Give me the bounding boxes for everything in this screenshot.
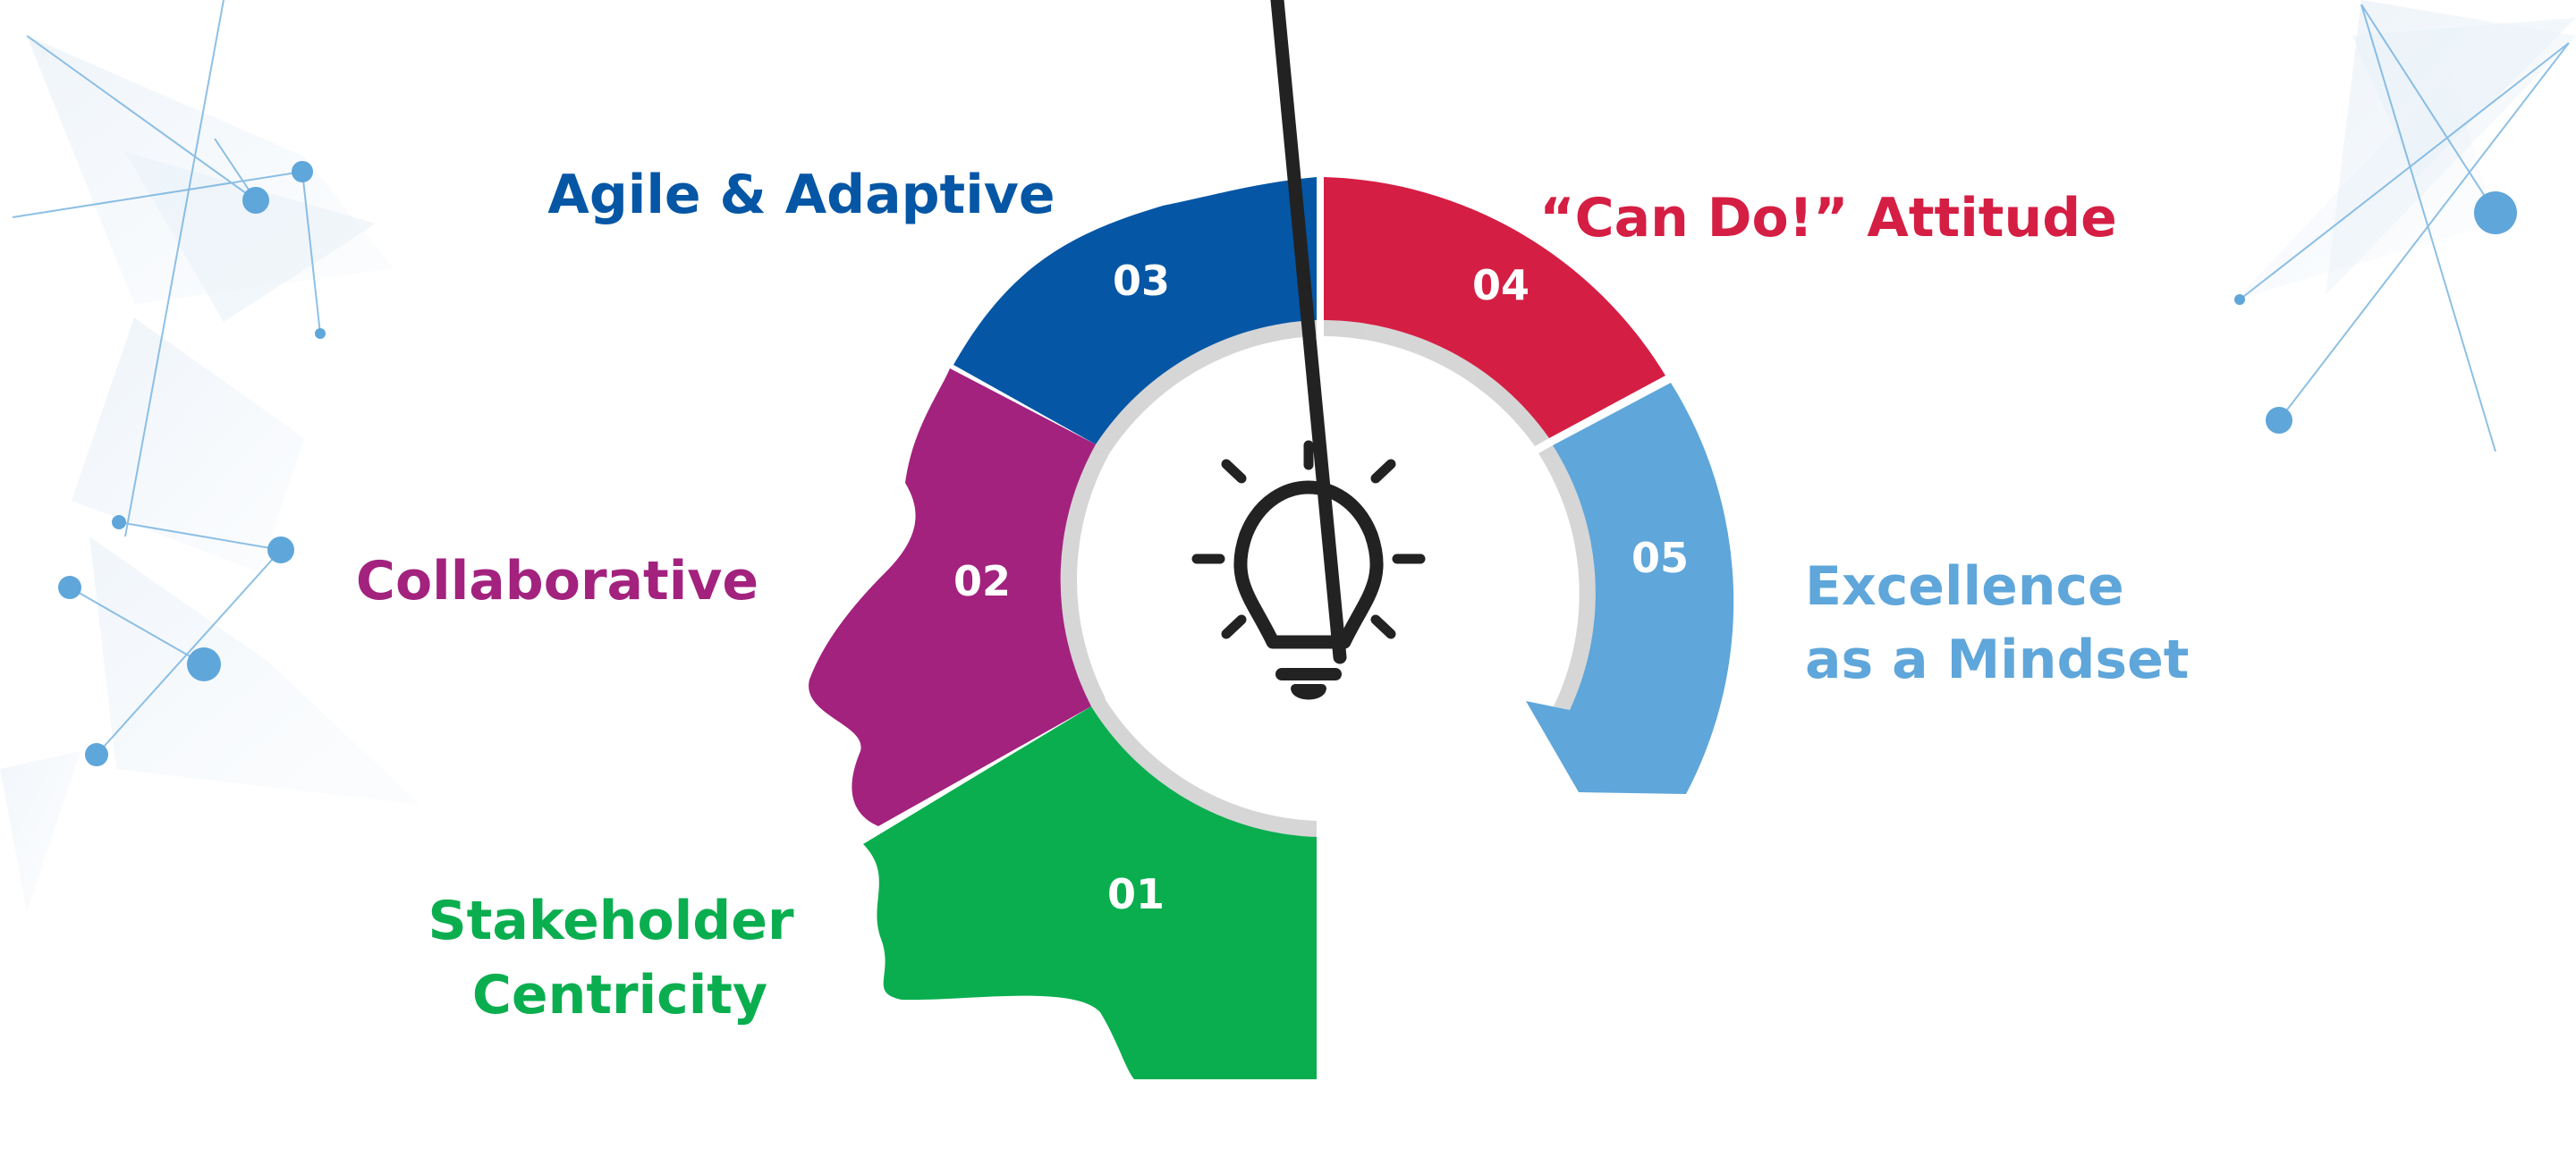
segment-03-shape — [953, 177, 1317, 444]
segment-01-shape — [863, 706, 1317, 1079]
segment-number-04: 04 — [1472, 261, 1530, 309]
segment-05-shape — [1526, 383, 1734, 794]
lightbulb-icon — [1191, 0, 1426, 700]
label-agile-adaptive: Agile & Adaptive — [547, 164, 1055, 226]
segment-number-05: 05 — [1631, 534, 1689, 582]
label-excellence-line1: Excellence — [1805, 555, 2124, 618]
segment-number-02: 02 — [953, 557, 1011, 605]
segment-02-shape — [809, 368, 1096, 826]
decorative-network-left — [0, 0, 420, 912]
segment-labels: Stakeholder Centricity Collaborative Agi… — [356, 164, 2190, 1027]
segment-number-03: 03 — [1113, 257, 1170, 305]
segment-number-01: 01 — [1107, 870, 1165, 918]
label-can-do-attitude: “Can Do!” Attitude — [1539, 187, 2117, 249]
label-stakeholder-centricity-line2: Centricity — [472, 964, 767, 1027]
head-segments — [809, 177, 1734, 1079]
label-collaborative: Collaborative — [356, 550, 758, 613]
segment-numbers: 01 02 03 04 05 — [953, 257, 1689, 918]
decorative-network-right — [2234, 0, 2576, 452]
label-excellence-line2: as a Mindset — [1805, 629, 2190, 691]
label-stakeholder-centricity-line1: Stakeholder — [428, 890, 794, 952]
segment-04-shape — [1324, 177, 1665, 438]
